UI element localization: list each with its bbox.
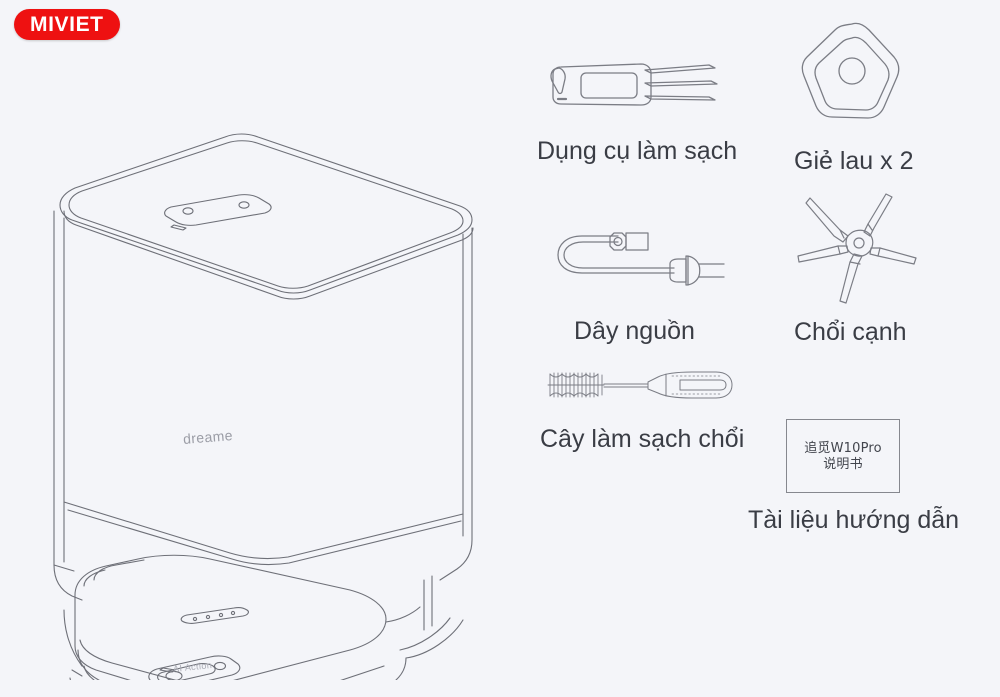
dock-inner-right-2 [399, 617, 451, 651]
side-brush-arm-2-joint [867, 223, 873, 231]
side-brush-arm-2 [863, 193, 893, 237]
robot-sensor-lens [213, 661, 227, 671]
side-brush-hub-center [853, 237, 865, 249]
dock-button-icon-right [238, 201, 250, 209]
cord-connector-hole [613, 236, 623, 247]
side-brush-hub [845, 229, 874, 257]
side-brush-arm-5-joint [849, 261, 861, 265]
tool-body [552, 63, 652, 106]
dock-button-icon-left [182, 207, 194, 215]
side-brush-arm-1-joint [839, 229, 845, 239]
robot-led-dot-2 [205, 614, 211, 620]
tool-inner-window [580, 72, 638, 99]
dock-lid-outer [59, 133, 473, 294]
cord-connector-body [625, 232, 649, 251]
mop-pad-art [790, 14, 920, 134]
brush-handle-slot [679, 379, 727, 391]
manual-cover-line-2: 说明书 [823, 456, 863, 472]
comb-tooth-1 [644, 64, 716, 74]
power-cord-icon [557, 232, 725, 286]
cleaning-tool-icon [550, 63, 718, 106]
side-brush-icon [797, 193, 917, 304]
robot-bumper [77, 649, 407, 680]
robot-shell-highlight [93, 559, 145, 581]
manual-booklet-icon: 追觅W10Pro 说明书 [786, 419, 900, 493]
brand-logo-label: MIVIET [30, 13, 104, 36]
brush-cleaner-icon [547, 371, 733, 399]
accessory-power-cord: Dây nguồn [552, 222, 732, 346]
mop-pad-inner [814, 36, 890, 111]
side-brush-arm-5 [839, 253, 863, 304]
dock-foot-left [69, 677, 71, 680]
accessory-label-mop-pad: Giẻ lau x 2 [794, 147, 914, 175]
accessory-label-cleaning-tool: Dụng cụ làm sạch [537, 137, 738, 165]
robot-sensor-module [148, 655, 241, 680]
robot-shell-highlight-2 [83, 569, 106, 587]
dock-station-illustration: dreame AI Action [20, 110, 520, 680]
robot-led-strip [180, 607, 249, 624]
robot-bumper-line-2 [83, 665, 95, 680]
cord-cable-inner [563, 241, 675, 269]
dock-bay-top-lip [63, 501, 464, 560]
brand-logo-badge: MIVIET [14, 9, 120, 40]
accessory-cleaning-tool: Dụng cụ làm sạch [537, 52, 737, 166]
accessory-label-power-cord: Dây nguồn [574, 317, 695, 345]
robot-led-dot-3 [218, 612, 224, 618]
robot-led-dot-4 [230, 610, 236, 616]
dock-body-right-edge [439, 227, 473, 581]
accessory-label-manual: Tài liệu hướng dẫn [748, 506, 960, 534]
robot-camera-lens [165, 670, 183, 680]
dock-bay-top-lip-2 [67, 509, 462, 566]
accessory-manual: 追觅W10Pro 说明书 Tài liệu hướng dẫn [748, 419, 959, 535]
dock-inner-left [53, 564, 75, 572]
dock-button-panel [164, 194, 272, 226]
accessory-label-brush-cleaner: Cây làm sạch chổi [540, 425, 745, 453]
comb-tooth-3 [644, 95, 716, 101]
dock-body-left-edge [53, 210, 83, 601]
robot-sensor-window [157, 663, 216, 680]
mop-pad-center-hole [838, 57, 866, 85]
power-cord-art [552, 222, 732, 302]
brush-handle-grip-dots [671, 375, 721, 395]
accessory-side-brush: Chổi cạnh [790, 186, 930, 347]
accessory-label-side-brush: Chổi cạnh [794, 318, 907, 346]
side-brush-arm-4 [869, 247, 917, 265]
side-brush-arm-4-joint [877, 247, 881, 257]
dock-inner-right [385, 606, 421, 623]
side-brush-arm-3-joint [837, 245, 841, 255]
dock-left-inner-wall [63, 609, 83, 667]
accessory-brush-cleaner: Cây làm sạch chổi [540, 366, 744, 454]
robot-front-seam [79, 639, 385, 680]
comb-tooth-2 [644, 80, 718, 87]
cord-connector-collar [609, 232, 627, 251]
manual-art: 追觅W10Pro 说明书 [786, 419, 959, 493]
dock-ramp-left-2 [71, 669, 83, 677]
dock-lid-seam [63, 210, 474, 300]
side-brush-art [790, 186, 930, 311]
plug-body [685, 255, 701, 286]
mop-pad-icon [801, 22, 900, 119]
manual-cover-line-1: 追觅W10Pro [804, 440, 882, 456]
dock-inner-right-3 [405, 619, 464, 659]
dock-lid-inner [68, 140, 464, 289]
brush-cleaner-art [540, 366, 744, 406]
robot-led-dot-1 [192, 616, 198, 622]
cord-cable-outer [557, 235, 675, 274]
dock-lid-latch [170, 224, 187, 231]
side-brush-arm-1 [805, 197, 849, 243]
tool-blade-hook [550, 67, 566, 95]
brush-bristles [547, 372, 605, 398]
robot-top-shell [74, 554, 387, 680]
brush-handle [647, 371, 733, 399]
cleaning-tool-art [537, 52, 737, 122]
accessory-mop-pad: Giẻ lau x 2 [790, 14, 920, 176]
plug-grip [669, 258, 687, 283]
mop-pad-outer [801, 22, 900, 119]
